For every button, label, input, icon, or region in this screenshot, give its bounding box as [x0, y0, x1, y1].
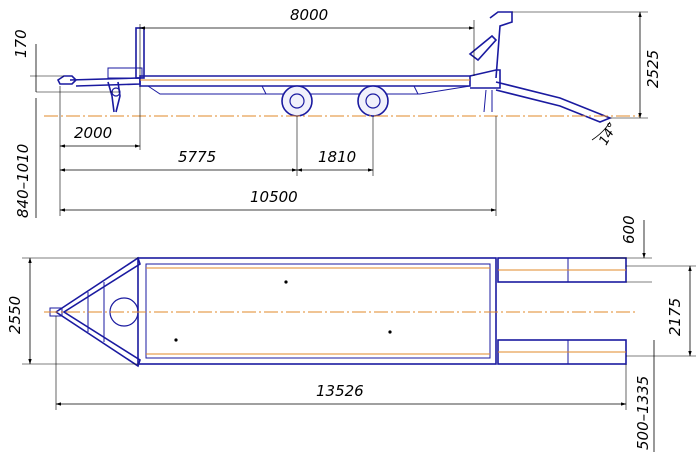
deck-inner: [145, 263, 491, 359]
deck-top: [137, 257, 497, 365]
dim-total-height: 2525: [644, 50, 662, 88]
dim-hitch-to-hinge: 10500: [250, 188, 298, 206]
wheel-front-hub: [289, 93, 305, 109]
dim-overall-length: 13526: [316, 382, 364, 400]
dim-ramp-width: 600: [620, 215, 638, 244]
dim-ramp-angle: 14°: [596, 121, 621, 148]
suspension: [261, 85, 419, 95]
dim-ramp-outer-width: 2175: [666, 298, 684, 336]
rear-support: [483, 89, 493, 113]
ramp-lowered: [495, 81, 613, 123]
dim-coupling-height: 840–1010: [14, 144, 32, 218]
support-leg: [107, 81, 121, 113]
drawbar: [69, 77, 141, 87]
dim-deck-length: 8000: [290, 6, 328, 24]
ramp-raised: [489, 11, 513, 79]
dim-drawbar-length: 2000: [74, 124, 112, 142]
top-dimensions: 600 2550 2175 13526 500–1335: [6, 215, 696, 452]
side-view: [36, 11, 640, 123]
dim-axle-spacing: 1810: [318, 148, 356, 166]
dim-ramp-gap: 500–1335: [634, 376, 652, 450]
rear-section: [469, 69, 501, 89]
front-box: [107, 67, 143, 79]
side-dimensions: 8000 170 2525 14° 2000 5775 1810 840–101…: [12, 6, 662, 218]
dim-hitch-to-axle: 5775: [178, 148, 216, 166]
wheel-front: [281, 85, 313, 117]
top-view: [44, 256, 636, 368]
wheel-rear-hub: [365, 93, 381, 109]
dim-deck-height: 170: [12, 29, 30, 58]
ramp-angle-arc: [591, 121, 611, 141]
dim-overall-width: 2550: [6, 296, 24, 334]
deck-side: [139, 75, 471, 87]
wheel-rear: [357, 85, 389, 117]
ramp-strut: [468, 34, 498, 62]
